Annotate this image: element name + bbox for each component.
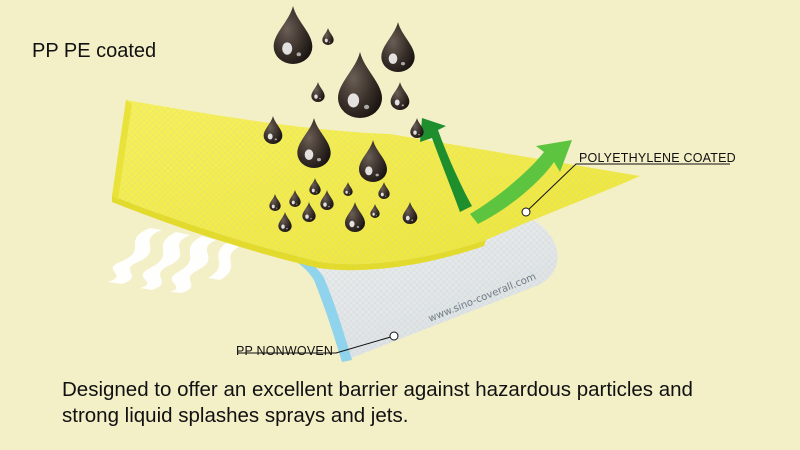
liquid-drop-icon bbox=[381, 22, 415, 72]
liquid-drop-icon bbox=[263, 116, 283, 144]
liquid-drop-icon bbox=[390, 82, 410, 110]
liquid-drop-icon bbox=[273, 6, 313, 64]
airflow-wave-icon bbox=[108, 228, 240, 293]
liquid-drop-icon bbox=[322, 28, 334, 45]
pe-callout-dot bbox=[521, 207, 531, 217]
caption-line-1: Designed to offer an excellent barrier a… bbox=[62, 378, 693, 401]
liquid-drop-icon bbox=[338, 52, 382, 118]
pe-coated-layer bbox=[112, 100, 640, 271]
pp-callout-dot bbox=[389, 331, 399, 341]
pp-nonwoven-label: PP NONWOVEN bbox=[236, 344, 334, 358]
liquid-drop-icon bbox=[297, 118, 331, 168]
callout-lines bbox=[238, 163, 730, 354]
caption-line-2: strong liquid splashes sprays and jets. bbox=[62, 404, 409, 427]
polyethylene-coated-label: POLYETHYLENE COATED bbox=[579, 151, 736, 165]
page-title: PP PE coated bbox=[32, 40, 157, 62]
description-caption: Designed to offer an excellent barrier a… bbox=[62, 377, 792, 429]
arrow-icon bbox=[420, 118, 572, 224]
liquid-drop-icon bbox=[410, 118, 424, 138]
liquid-drop-icon bbox=[311, 82, 325, 102]
